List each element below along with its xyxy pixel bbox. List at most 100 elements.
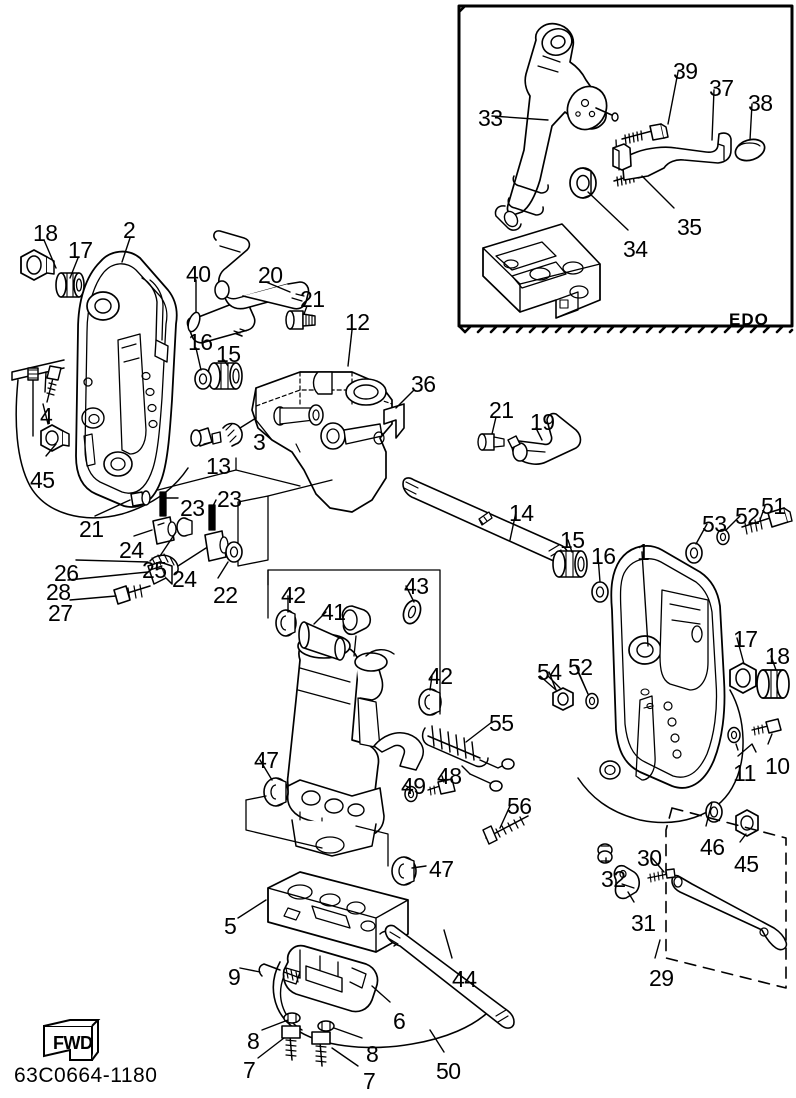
part-clip-3	[222, 422, 243, 447]
part-bushing-42-upper	[275, 609, 297, 637]
inset-tilt-cylinder	[494, 22, 619, 231]
part-nut-17-right	[729, 662, 757, 694]
callout-number-10: 10	[765, 753, 790, 779]
callout-number-1: 1	[637, 539, 650, 565]
callout-number-34: 34	[623, 236, 648, 262]
inset-cap-38	[734, 138, 766, 162]
callout-number-19: 19	[530, 409, 555, 435]
inset-lever-37	[612, 132, 732, 181]
callout-number-17: 17	[733, 626, 758, 652]
callout-number-4: 4	[40, 403, 53, 429]
callout-number-26: 26	[54, 560, 79, 586]
fwd-label: FWD	[53, 1033, 93, 1053]
part-washer-16-right	[591, 581, 609, 603]
part-fastener-32	[597, 843, 613, 864]
part-plate-31	[613, 864, 640, 900]
part-bushing-18-right	[756, 669, 790, 699]
part-bolt-7-left	[281, 1025, 301, 1061]
callout-number-30: 30	[637, 845, 662, 871]
callout-number-49: 49	[401, 773, 426, 799]
inset-bushing-34	[569, 167, 597, 199]
tilt-rod-29	[671, 874, 788, 951]
callout-number-3: 3	[253, 429, 266, 455]
part-washer-53	[685, 542, 703, 564]
part-bushing-47-right	[391, 856, 417, 886]
shaft-20-with-handle	[213, 230, 310, 310]
callout-number-36: 36	[411, 371, 436, 397]
part-sender-55	[421, 725, 515, 792]
callout-number-42: 42	[281, 582, 306, 608]
lower-mount-5	[267, 871, 409, 953]
callout-number-32: 32	[601, 866, 626, 892]
callout-number-28: 28	[46, 579, 71, 605]
part-bolt-21-right	[477, 433, 505, 451]
callout-number-50: 50	[436, 1058, 461, 1084]
swivel-bracket-12	[251, 371, 393, 513]
callout-number-52: 52	[568, 654, 593, 680]
callout-number-52: 52	[735, 503, 760, 529]
part-nut-54	[552, 687, 574, 711]
callout-number-31: 31	[631, 910, 656, 936]
callout-number-39: 39	[673, 58, 698, 84]
part-bolt-48	[427, 778, 456, 796]
callout-number-38: 38	[748, 90, 773, 116]
inset-bolt-39	[621, 123, 669, 145]
tilt-rod-assembly-29-box	[665, 807, 787, 989]
part-bushing-42-lower	[418, 688, 442, 716]
part-screw-30	[647, 868, 676, 883]
callout-number-35: 35	[677, 214, 702, 240]
callout-number-23: 23	[217, 486, 242, 512]
part-bolt-4	[27, 365, 62, 437]
callout-number-24: 24	[119, 537, 144, 563]
callout-number-48: 48	[437, 763, 462, 789]
callout-number-8: 8	[366, 1041, 379, 1067]
callout-number-41: 41	[321, 599, 346, 625]
callout-number-45: 45	[30, 467, 55, 493]
diagram-part-number: 63C0664-1180	[14, 1064, 158, 1087]
right-clamp-bracket-1	[599, 545, 726, 789]
callout-number-25: 25	[142, 557, 167, 583]
part-clamp-28	[147, 561, 173, 585]
callout-number-21: 21	[489, 397, 514, 423]
part-washer-16-left	[194, 368, 212, 390]
callout-number-24: 24	[172, 566, 197, 592]
part-nut-22	[225, 541, 243, 563]
callout-number-53: 53	[702, 511, 727, 537]
callout-number-44: 44	[452, 966, 477, 992]
callout-number-18: 18	[765, 643, 790, 669]
callout-number-13: 13	[206, 453, 231, 479]
part-bolt-51	[741, 507, 793, 535]
callout-number-56: 56	[507, 793, 532, 819]
callout-number-6: 6	[393, 1008, 406, 1034]
callout-number-46: 46	[700, 834, 725, 860]
callout-number-21: 21	[79, 516, 104, 542]
fwd-arrow-icon	[43, 1019, 101, 1061]
callout-number-15: 15	[216, 341, 241, 367]
part-bolt-10	[751, 718, 782, 736]
callout-number-55: 55	[489, 710, 514, 736]
callout-number-33: 33	[478, 105, 503, 131]
callout-number-11: 11	[733, 760, 756, 786]
part-bolt-27	[113, 584, 151, 605]
callout-number-47: 47	[254, 747, 279, 773]
callout-number-42: 42	[428, 663, 453, 689]
part-hose-9	[258, 963, 301, 983]
part-handle-19	[507, 412, 582, 465]
callout-number-45: 45	[734, 851, 759, 877]
callout-number-20: 20	[258, 262, 283, 288]
part-pin-23-right	[208, 504, 216, 531]
callout-number-18: 18	[33, 220, 58, 246]
part-washer-52-bottom	[585, 692, 599, 710]
part-bushing-25	[176, 517, 193, 537]
callout-number-16: 16	[188, 329, 213, 355]
callout-number-23: 23	[180, 495, 205, 521]
leader-lines	[42, 71, 777, 1067]
part-bolt-56	[482, 815, 529, 845]
part-bushing-15-right	[552, 550, 588, 578]
part-nut-18-left	[20, 249, 55, 281]
callout-number-47: 47	[429, 856, 454, 882]
part-bushing-17-left	[55, 272, 85, 298]
part-bolt-21-lower	[130, 490, 151, 507]
